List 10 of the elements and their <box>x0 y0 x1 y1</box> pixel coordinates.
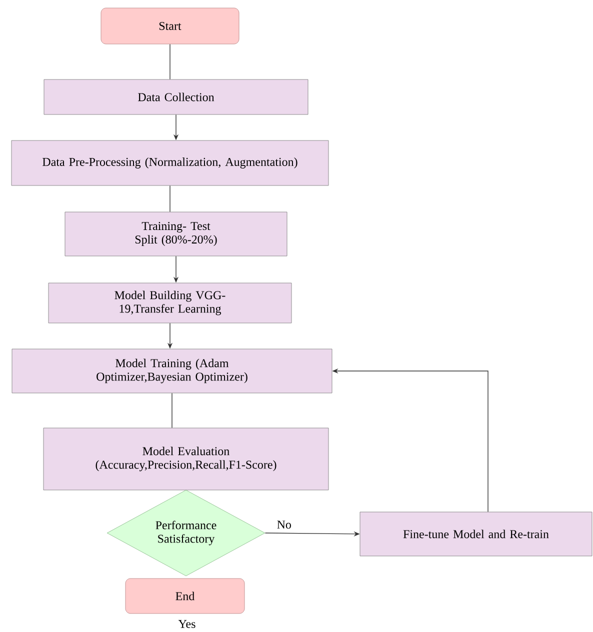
process-box: Model Building VGG-19,Transfer Learning <box>48 282 292 324</box>
process-box: Training- Test Split (80%-20%) <box>64 212 288 256</box>
process-box: Data Collection <box>44 79 308 115</box>
edge-label: No <box>277 520 291 529</box>
terminal-box: Start <box>100 8 240 44</box>
terminal-box: End <box>125 578 245 614</box>
process-box: Model Training (Adam Optimizer,Bayesian Optimizer) <box>12 348 332 394</box>
process-box: Fine-tune Model and Re-train <box>360 512 592 556</box>
process-box: Data Pre-Processing (Normalization, Augmentation) <box>11 140 329 186</box>
process-box: Model Evaluation (Accuracy,Precision,Recall,F1-Score) <box>43 428 329 490</box>
